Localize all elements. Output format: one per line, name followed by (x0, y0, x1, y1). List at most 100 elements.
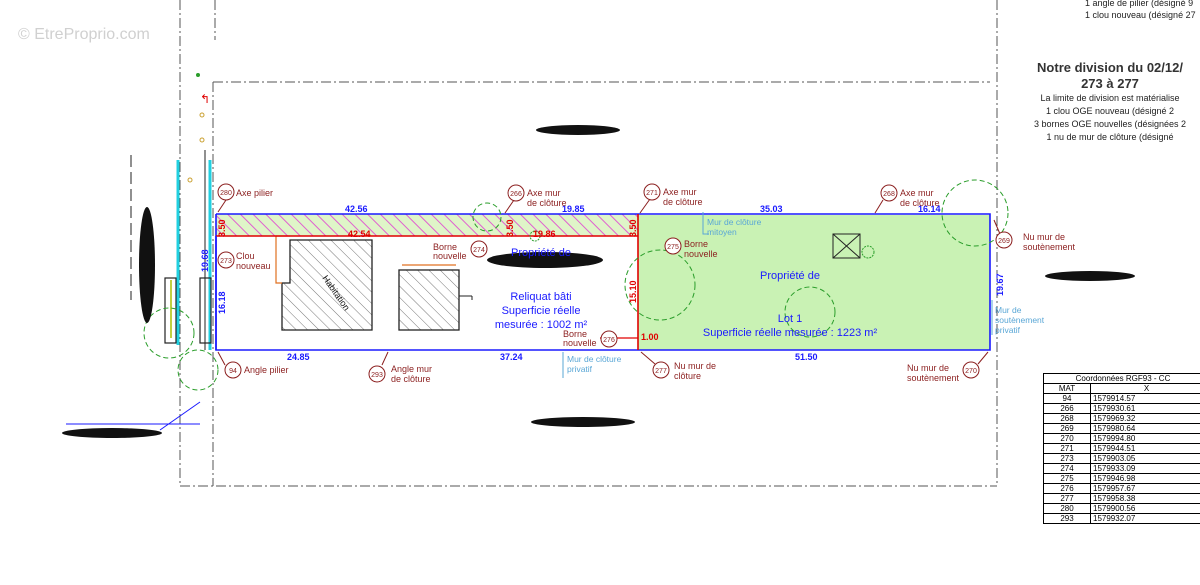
cell-mat: 94 (1043, 393, 1091, 404)
cell-mat: 275 (1043, 473, 1091, 484)
point-marker (600, 330, 618, 348)
wall-label: Mur de clôture (707, 217, 762, 227)
lot-left-line3: Superficie réelle (502, 305, 581, 317)
cell-x: 1579958.38 (1090, 493, 1200, 504)
cell-x: 1579994.80 (1090, 433, 1200, 444)
point-number: 277 (655, 368, 667, 375)
cell-mat: 270 (1043, 433, 1091, 444)
point-number: 275 (667, 244, 679, 251)
dim-red-3-50-c: 3.50 (628, 219, 638, 237)
point-marker (507, 184, 525, 202)
dim-red-1-00: 1.00 (641, 332, 659, 342)
title-line1: Notre division du 02/12/ (1037, 60, 1183, 75)
dim-top-35-03: 35.03 (760, 204, 783, 214)
point-number: 276 (603, 337, 615, 344)
cell-x: 1579900.56 (1090, 503, 1200, 514)
dim-bot-37-24: 37.24 (500, 352, 523, 362)
point-label: de clôture (663, 197, 703, 207)
point-label: nouveau (236, 261, 271, 271)
point-marker (368, 365, 386, 383)
coords-title: Coordonnées RGF93 - CC (1043, 373, 1200, 384)
cell-mat: 293 (1043, 513, 1091, 524)
survey-points: 280 Axe pilier 273 Clou nouveau 266 Axe … (217, 183, 1076, 384)
point-marker (995, 231, 1013, 249)
lot-left-text: Propriété de Reliquat bâti Superficie ré… (495, 247, 588, 331)
cell-x: 1579980.64 (1090, 423, 1200, 434)
dim-left-16-18: 16.18 (217, 291, 227, 314)
cell-mat: 268 (1043, 413, 1091, 424)
cell-x: 1579946.98 (1090, 473, 1200, 484)
wall-label: Mur de (995, 305, 1022, 315)
cell-x: 1579944.51 (1090, 443, 1200, 454)
cell-x: 1579932.07 (1090, 513, 1200, 524)
coords-col-x: X (1090, 383, 1200, 394)
title-line2: 273 à 277 (1081, 76, 1139, 91)
wall-label: mitoyen (707, 227, 737, 237)
point-marker (880, 184, 898, 202)
point-label: Angle mur (391, 364, 432, 374)
cell-mat: 276 (1043, 483, 1091, 494)
point-label: Borne (563, 329, 587, 339)
point-label: Borne (433, 242, 457, 252)
svg-text:↰: ↰ (200, 92, 210, 106)
dim-red-3-50-b: 3.50 (505, 219, 515, 237)
point-label: soutènement (1023, 242, 1076, 252)
shared-strip (216, 214, 638, 236)
point-label: Axe mur (527, 188, 561, 198)
point-number: 293 (371, 372, 383, 379)
point-label: soutènement (907, 373, 960, 383)
point-marker (643, 183, 661, 201)
point-marker (224, 361, 242, 379)
point-number: 273 (220, 258, 232, 265)
buildings (275, 233, 861, 331)
dim-right-19-67: 19.67 (995, 273, 1005, 296)
coords-col-mat: MAT (1043, 383, 1091, 394)
lot-left-line1: Propriété de (511, 247, 571, 259)
cell-x: 1579903.05 (1090, 453, 1200, 464)
top-notes: 1 angle de pilier (désigné 9 1 clou nouv… (1085, 0, 1196, 21)
dim-bot-24-85: 24.85 (287, 352, 310, 362)
cell-mat: 274 (1043, 463, 1091, 474)
road-left: ↰ (66, 73, 219, 431)
title-desc: La limite de division est matérialise (1040, 93, 1180, 103)
cell-x: 1579930.61 (1090, 403, 1200, 414)
lot-right-line3: Superficie réelle mesurée : 1223 m² (703, 327, 878, 339)
point-number: 280 (220, 190, 232, 197)
point-marker (470, 240, 488, 258)
dim-left-19-68: 19.68 (200, 249, 210, 272)
cell-x: 1579969.32 (1090, 413, 1200, 424)
lot-right-line2: Lot 1 (778, 313, 802, 325)
point-number: 270 (965, 368, 977, 375)
point-marker (652, 361, 670, 379)
lot-right-line1: Propriété de (760, 270, 820, 282)
lot-left-line2: Reliquat bâti (510, 291, 571, 303)
cell-mat: 273 (1043, 453, 1091, 464)
lot-left-line4: mesurée : 1002 m² (495, 319, 588, 331)
point-label: clôture (674, 371, 701, 381)
cell-mat: 269 (1043, 423, 1091, 434)
point-label: de clôture (900, 198, 940, 208)
point-number: 94 (229, 368, 237, 375)
point-number: 268 (883, 191, 895, 198)
top-note: 1 clou nouveau (désigné 27 (1085, 10, 1196, 20)
dimensions: 42.56 19.85 35.03 16.14 42.54 19.86 3.50… (200, 204, 1005, 362)
building-outbuilding (398, 269, 460, 331)
point-label: Nu mur de (674, 361, 716, 371)
building-habitation (281, 239, 373, 331)
division-title: Notre division du 02/12/ 273 à 277 La li… (1010, 60, 1200, 144)
cell-mat: 277 (1043, 493, 1091, 504)
trees (472, 179, 1009, 338)
wall-label: soutènement (995, 315, 1045, 325)
